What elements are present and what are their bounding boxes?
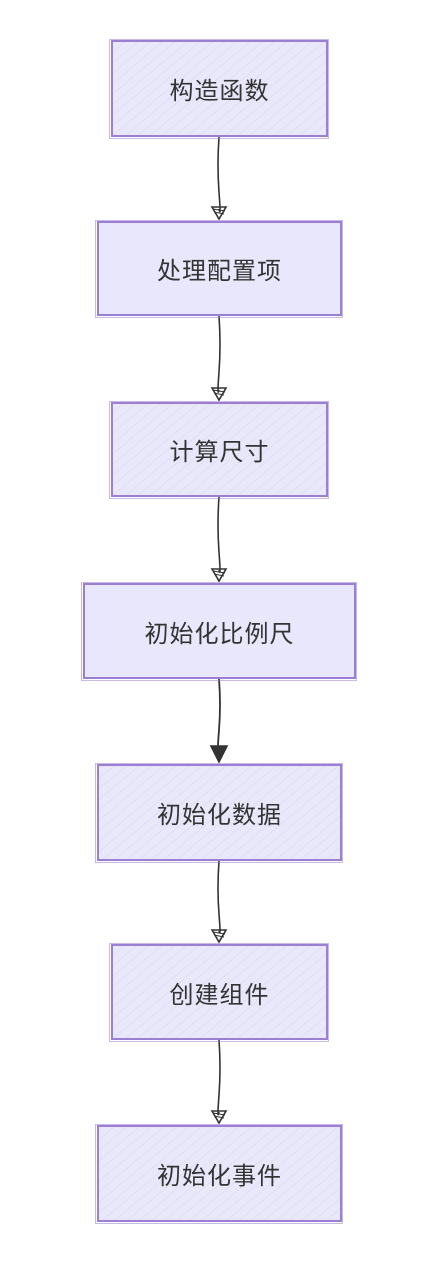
node-label: 初始化比例尺 bbox=[144, 619, 295, 648]
node-constructor: 构造函数 bbox=[109, 39, 329, 139]
node-label: 构造函数 bbox=[169, 77, 270, 105]
node-label: 初始化数据 bbox=[157, 801, 282, 829]
edge-n4-n5 bbox=[209, 678, 229, 764]
node-init-data: 初始化数据 bbox=[95, 763, 343, 863]
edge-n6-n7 bbox=[210, 1039, 228, 1125]
node-label: 处理配置项 bbox=[157, 257, 282, 285]
node-create-components: 创建组件 bbox=[109, 943, 329, 1042]
node-label: 初始化事件 bbox=[157, 1162, 282, 1190]
node-label: 计算尺寸 bbox=[169, 438, 270, 466]
node-label: 创建组件 bbox=[169, 980, 270, 1009]
edge-n5-n6 bbox=[210, 860, 228, 944]
edge-n3-n4 bbox=[210, 496, 228, 583]
node-init-events: 初始化事件 bbox=[95, 1124, 343, 1224]
node-process-config: 处理配置项 bbox=[95, 220, 343, 318]
node-compute-size: 计算尺寸 bbox=[109, 401, 329, 499]
edge-n1-n2 bbox=[210, 136, 228, 221]
edge-n2-n3 bbox=[210, 315, 228, 402]
node-init-scale: 初始化比例尺 bbox=[81, 582, 357, 681]
